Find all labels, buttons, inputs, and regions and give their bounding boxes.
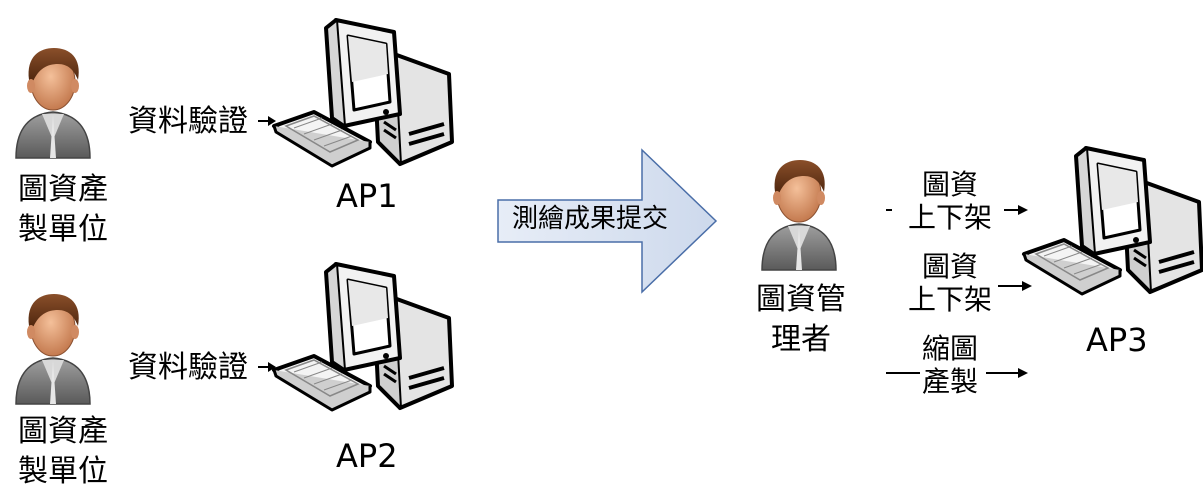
operation-label-line1: 圖資 (921, 250, 978, 283)
producer-label-line1: 圖資產 (18, 414, 108, 449)
computer-label: AP2 (336, 437, 398, 475)
arrow-right-icon (258, 116, 276, 126)
operation-label-line1: 圖資 (921, 168, 978, 201)
producer-label: 圖資產 製單位 (8, 412, 118, 492)
computer-label: AP3 (1086, 321, 1148, 359)
producer-label: 圖資產 製單位 (8, 170, 118, 250)
producer-label-line1: 圖資產 (18, 172, 108, 207)
person-icon (15, 293, 91, 405)
arrow-right-icon (886, 368, 1028, 378)
arrow-right-icon (258, 362, 276, 372)
computer-icon (1022, 146, 1203, 296)
person-icon (761, 159, 837, 271)
operation-label: 圖資 上下架 (895, 250, 1005, 316)
manager-label: 圖資管 理者 (746, 280, 856, 360)
operation-label: 縮圖 產製 (895, 332, 1005, 398)
operation-label-line2: 產製 (921, 365, 978, 398)
operation-label-line2: 上下架 (907, 283, 992, 316)
action-label: 資料驗證 (128, 104, 248, 139)
manager-label-line2: 理者 (771, 322, 831, 357)
arrow-right-icon (998, 281, 1032, 291)
transfer-label: 測繪成果提交 (512, 204, 669, 234)
operation-label: 圖資 上下架 (895, 168, 1005, 234)
computer-icon (272, 262, 454, 412)
computer-icon (272, 18, 454, 168)
producer-label-line2: 製單位 (18, 454, 108, 489)
producer-label-line2: 製單位 (18, 212, 108, 247)
person-icon (15, 47, 91, 159)
manager-label-line1: 圖資管 (756, 282, 846, 317)
action-label: 資料驗證 (128, 350, 248, 385)
transfer-arrow (497, 148, 718, 294)
computer-label: AP1 (336, 177, 398, 215)
operation-label-line1: 縮圖 (921, 332, 978, 365)
operation-label-line2: 上下架 (907, 201, 992, 234)
arrow-right-icon (886, 205, 1028, 215)
